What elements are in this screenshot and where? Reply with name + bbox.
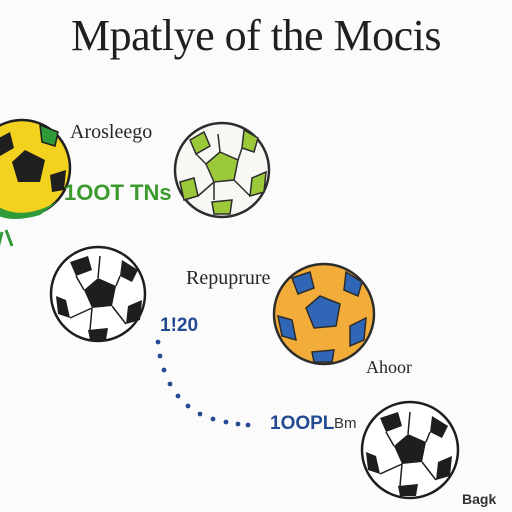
bottom-classic-soccer-ball-icon (360, 400, 460, 500)
label-score-bottom: 1OOPL (270, 413, 335, 434)
label-ahoor: Ahoor (366, 357, 412, 377)
label-corner: Bagk (462, 491, 497, 507)
label-repuprure: Repuprure (186, 267, 271, 289)
blue-orange-soccer-ball-icon (272, 262, 376, 366)
label-score-blue: 1!20 (160, 315, 199, 336)
brazil-soccer-ball-icon (0, 118, 72, 247)
page-title: Mpatlye of the Mocis (70, 11, 442, 60)
label-arosleego: Arosleego (70, 121, 153, 143)
green-white-soccer-ball-icon (173, 121, 271, 219)
classic-soccer-ball-icon (49, 245, 147, 343)
dotted-path (155, 339, 251, 428)
label-score-green: 1OOT TNs (64, 180, 172, 205)
label-score-bottom-suffix: Bm (334, 415, 357, 432)
